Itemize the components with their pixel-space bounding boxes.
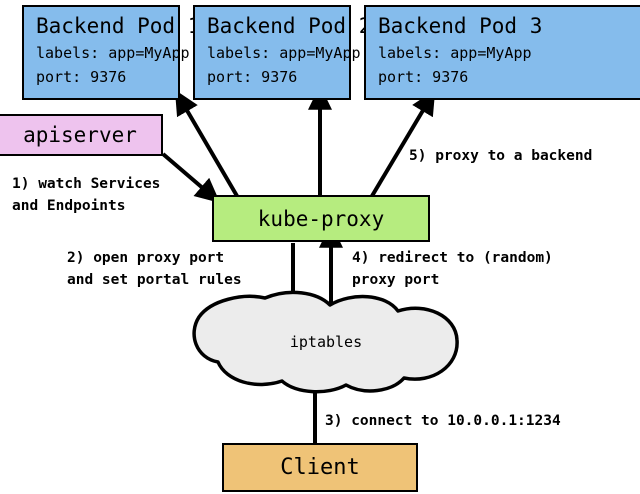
step-4-label: 4) redirect to (random) proxy port: [352, 247, 553, 291]
step-1-line-1: 1) watch Services: [12, 176, 161, 192]
backend-pod-1-title: Backend Pod 1: [36, 14, 201, 38]
kube-proxy-box[interactable]: kube-proxy: [212, 195, 430, 242]
backend-pod-2-title: Backend Pod 2: [207, 14, 372, 38]
backend-pod-2-labels: labels: app=MyApp: [207, 44, 361, 62]
step-5-line-1: 5) proxy to a backend: [409, 148, 593, 164]
arrow-kubeproxy-to-pod3: [370, 89, 436, 198]
step-3-label: 3) connect to 10.0.0.1:1234: [325, 410, 561, 432]
iptables-label: iptables: [289, 333, 363, 351]
backend-pod-3-port: port: 9376: [378, 68, 469, 86]
arrow-apiserver-to-kubeproxy: [161, 152, 221, 204]
step-2-label: 2) open proxy port and set portal rules: [67, 247, 242, 291]
step-4-line-1: 4) redirect to (random): [352, 250, 553, 266]
step-3-line-1: 3) connect to 10.0.0.1:1234: [325, 413, 561, 429]
apiserver-label: apiserver: [23, 123, 137, 147]
step-4-line-2: proxy port: [352, 272, 440, 288]
arrow-kubeproxy-to-pod1: [174, 89, 239, 198]
client-label: Client: [280, 455, 360, 480]
client-box[interactable]: Client: [222, 443, 418, 492]
backend-pod-2-box[interactable]: Backend Pod 2 labels: app=MyApp port: 93…: [193, 5, 372, 100]
backend-pod-3-box[interactable]: Backend Pod 3 labels: app=MyApp port: 93…: [364, 5, 640, 100]
apiserver-box[interactable]: apiserver: [0, 114, 163, 156]
backend-pod-1-labels: labels: app=MyApp: [36, 44, 190, 62]
step-1-label: 1) watch Services and Endpoints: [12, 173, 160, 217]
step-1-line-2: and Endpoints: [12, 198, 126, 214]
backend-pod-3-title: Backend Pod 3: [378, 14, 543, 38]
backend-pod-1-box[interactable]: Backend Pod 1 labels: app=MyApp port: 93…: [22, 5, 201, 100]
step-2-line-2: and set portal rules: [67, 272, 242, 288]
backend-pod-3-labels: labels: app=MyApp: [378, 44, 532, 62]
backend-pod-1-port: port: 9376: [36, 68, 127, 86]
step-2-line-1: 2) open proxy port: [67, 250, 225, 266]
step-5-label: 5) proxy to a backend: [409, 145, 592, 167]
kube-proxy-label: kube-proxy: [257, 206, 385, 231]
iptables-cloud-shape: [192, 290, 459, 394]
backend-pod-2-port: port: 9376: [207, 68, 298, 86]
